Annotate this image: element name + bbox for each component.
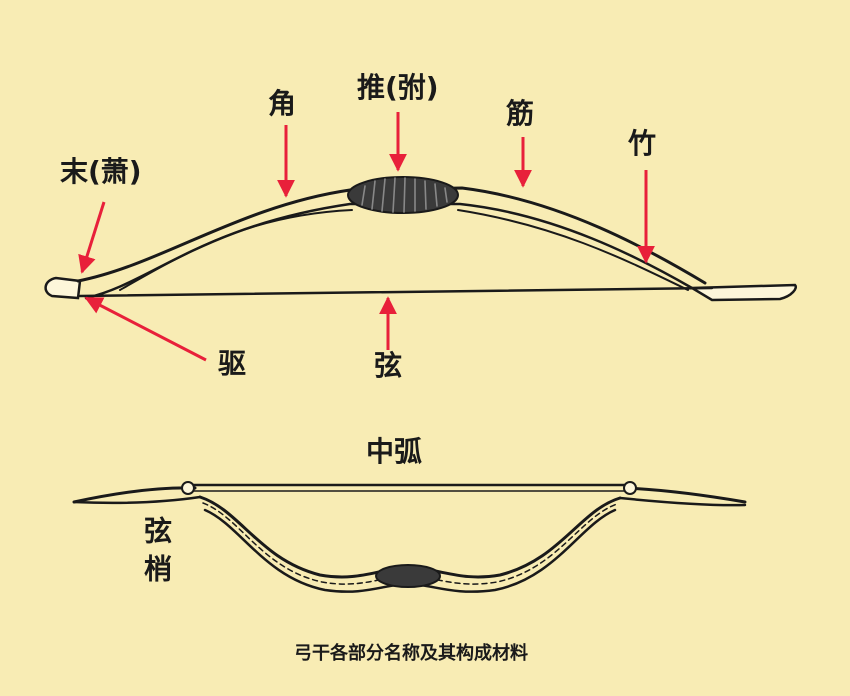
right-ear [623,486,747,504]
label-tui: 推(弣) [357,71,439,104]
label-mo: 末(萧) [60,155,142,188]
bottom-bow [72,481,747,593]
top-bow [44,176,797,302]
right-bow-tip [687,283,797,302]
bow-belly-line [84,202,694,300]
arrow-qu [84,296,207,362]
left-bow-tip [44,276,82,300]
bow-grip [347,176,459,214]
label-qu: 驱 [218,347,247,380]
label-jin: 筋 [506,97,535,130]
label-jiao: 角 [268,87,297,120]
bow-inner-layer [119,209,689,291]
label-xian: 弦 [374,349,403,382]
bow-string [78,286,714,298]
label-zhu: 竹 [628,127,657,160]
label-zhonghu: 中弧 [366,435,423,468]
strung-bow-grip [375,564,441,588]
arrow-mo [78,201,106,274]
label-xianshao: 弦梢 [140,516,173,592]
diagram-caption: 弓干各部分名称及其构成材料 [294,643,528,664]
callout-arrows [78,112,655,362]
